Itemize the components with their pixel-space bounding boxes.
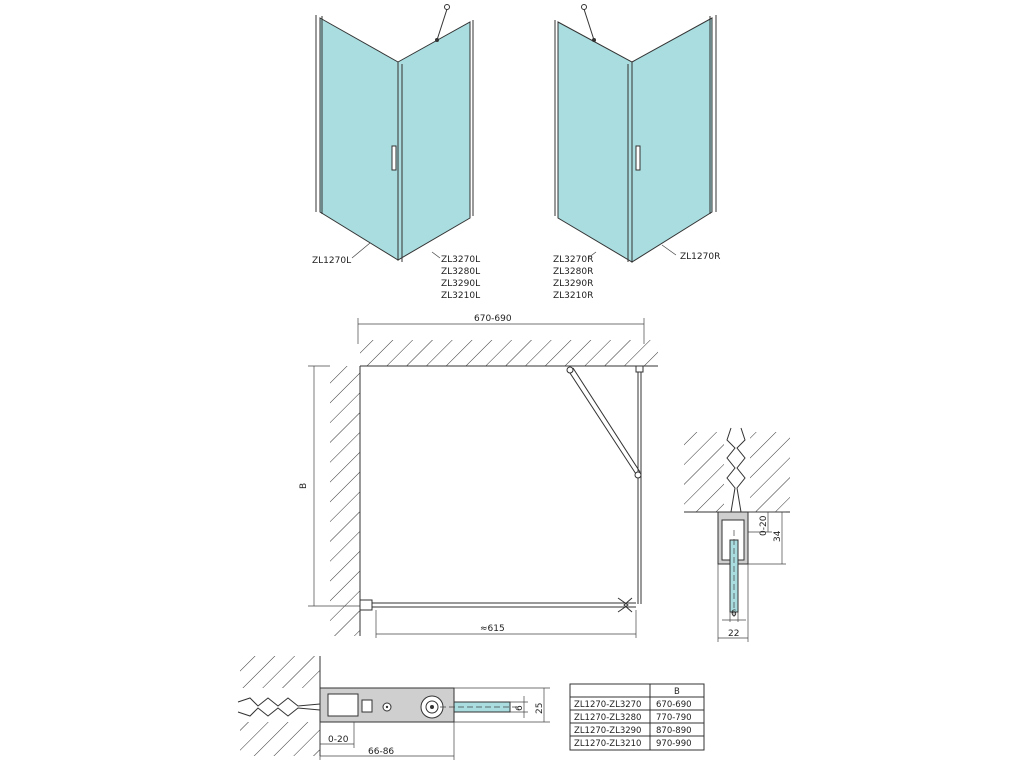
table-cell: 770-790 xyxy=(656,713,692,723)
table-cell: ZL1270-ZL3210 xyxy=(574,739,641,749)
label-left-door-3: ZL3290L xyxy=(441,279,480,289)
iso-view-right: ZL3270R ZL3280R ZL3290R ZL3210R ZL1270R xyxy=(553,4,720,301)
fixed-panel-left-glass xyxy=(319,17,399,261)
door-panel-left-glass xyxy=(397,21,471,261)
table-cell: 670-690 xyxy=(656,700,692,710)
label-left-door-1: ZL3270L xyxy=(441,255,480,265)
dim-bottom-66: 66-86 xyxy=(368,747,394,757)
table-cell: 870-890 xyxy=(656,726,692,736)
detail-bottom: 6 25 0-20 66-86 xyxy=(237,656,550,760)
dim-top-width: 670-690 xyxy=(474,314,512,324)
label-right-door-4: ZL3210R xyxy=(553,291,593,301)
door-panel-right-glass xyxy=(557,21,633,263)
dim-bottom-width: ≈615 xyxy=(480,624,505,634)
table-cell: ZL1270-ZL3290 xyxy=(574,726,641,736)
detail-right: 0-20 34 6 22 xyxy=(684,427,790,642)
dim-bottom-range: 0-20 xyxy=(328,735,349,745)
label-right-door-2: ZL3280R xyxy=(553,267,593,277)
dimension-table: B ZL1270-ZL3270 670-690 ZL1270-ZL3280 77… xyxy=(569,683,705,751)
left-wall-hatch xyxy=(330,366,360,636)
dim-bottom-6: 6 xyxy=(515,705,525,711)
dim-detail-range: 0-20 xyxy=(759,515,769,536)
top-wall-hatch xyxy=(360,340,658,366)
dim-detail-6: 6 xyxy=(731,609,737,619)
dim-bottom-25: 25 xyxy=(535,703,545,714)
stabilizer-bar xyxy=(436,5,449,41)
iso-view-left: ZL1270L ZL3270L ZL3280L ZL3290L ZL3210L xyxy=(312,4,480,301)
plan-view: 670-690 B ≈615 xyxy=(299,314,658,638)
table-cell: ZL1270-ZL3280 xyxy=(574,713,641,723)
label-right-frame: ZL1270R xyxy=(680,252,720,262)
table-cell: ZL1270-ZL3270 xyxy=(574,700,641,710)
stabilizer-bar xyxy=(582,5,595,41)
fixed-panel-right-glass xyxy=(631,17,713,263)
dim-detail-22: 22 xyxy=(728,629,739,639)
dim-detail-34: 34 xyxy=(773,530,783,542)
label-left-frame: ZL1270L xyxy=(312,256,351,266)
label-right-door-1: ZL3270R xyxy=(553,255,593,265)
handle-icon xyxy=(635,145,641,171)
label-left-door-4: ZL3210L xyxy=(441,291,480,301)
dim-height-b: B xyxy=(299,483,309,489)
label-left-door-2: ZL3280L xyxy=(441,267,480,277)
handle-icon xyxy=(391,145,397,171)
table-header-b: B xyxy=(674,687,680,697)
table-cell: 970-990 xyxy=(656,739,692,749)
label-right-door-3: ZL3290R xyxy=(553,279,593,289)
